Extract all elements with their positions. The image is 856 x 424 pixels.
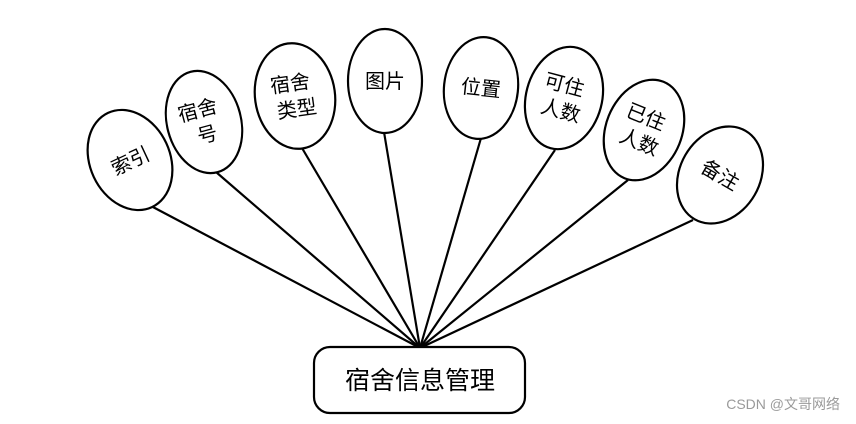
watermark: CSDN @文哥网络	[726, 396, 840, 412]
attribute-remark: 备注	[675, 125, 765, 225]
connector-line	[418, 137, 483, 349]
attribute-image: 图片	[346, 27, 424, 135]
connector-line	[215, 171, 421, 349]
attribute-label: 宿舍 号	[175, 92, 233, 152]
connector-line	[419, 219, 694, 349]
entity-label: 宿舍信息管理	[345, 366, 495, 395]
connector-line	[150, 205, 421, 349]
connector-line	[301, 147, 421, 349]
attribute-index: 索引	[86, 108, 174, 212]
attribute-label: 位置	[460, 74, 502, 102]
attribute-location: 位置	[442, 36, 520, 140]
entity-box: 宿舍信息管理	[312, 345, 527, 415]
connector-line	[382, 131, 422, 349]
connector-lines	[150, 131, 694, 349]
attribute-dorm-type: 宿舍 类型	[253, 42, 337, 150]
attribute-label: 图片	[365, 69, 405, 93]
attribute-capacity: 可住 人数	[523, 45, 605, 151]
attribute-dorm-no: 宿舍 号	[164, 69, 244, 175]
attribute-label: 宿舍 类型	[269, 68, 322, 124]
attribute-occupied: 已住 人数	[602, 78, 686, 182]
connector-line	[419, 179, 629, 349]
connector-line	[419, 149, 556, 349]
